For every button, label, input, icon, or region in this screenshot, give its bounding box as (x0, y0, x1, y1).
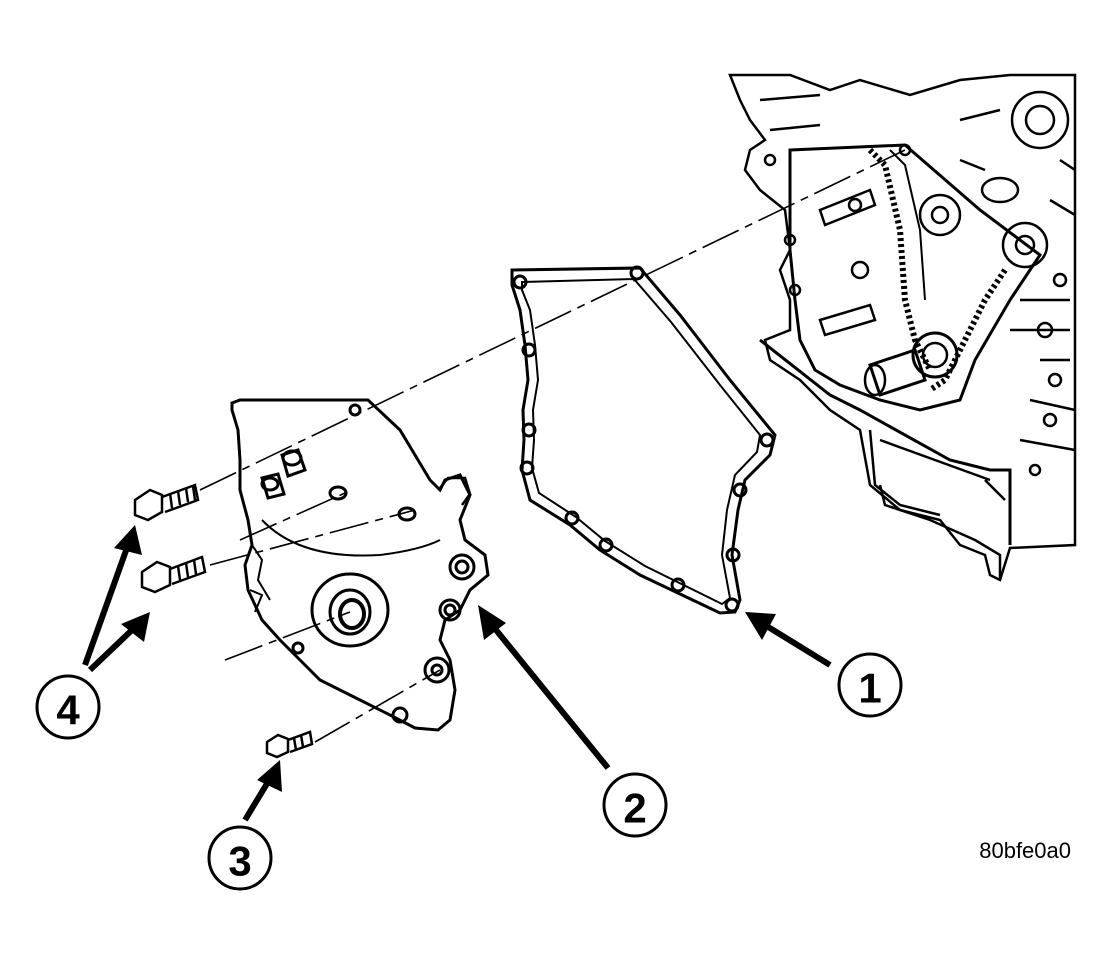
callout-3: 3 (207, 825, 273, 891)
callout-1-label: 1 (858, 665, 881, 712)
engine-block (728, 73, 1077, 582)
bolt-middle (140, 555, 207, 594)
callout-4: 4 (35, 674, 101, 740)
callout-4-label: 4 (56, 687, 80, 734)
front-cover-gasket (510, 265, 777, 615)
callout-2: 2 (602, 772, 668, 838)
callout-2-label: 2 (623, 785, 646, 832)
callout-3-label: 3 (228, 838, 251, 885)
bolt-lower (265, 730, 314, 759)
bolt-upper (133, 483, 200, 522)
figure-code: 80bfe0a0 (979, 838, 1071, 863)
callout-1: 1 (837, 652, 903, 718)
timing-belt-front-cover (230, 398, 490, 732)
callout-arrows (82, 525, 832, 822)
alignment-lines (199, 149, 906, 743)
